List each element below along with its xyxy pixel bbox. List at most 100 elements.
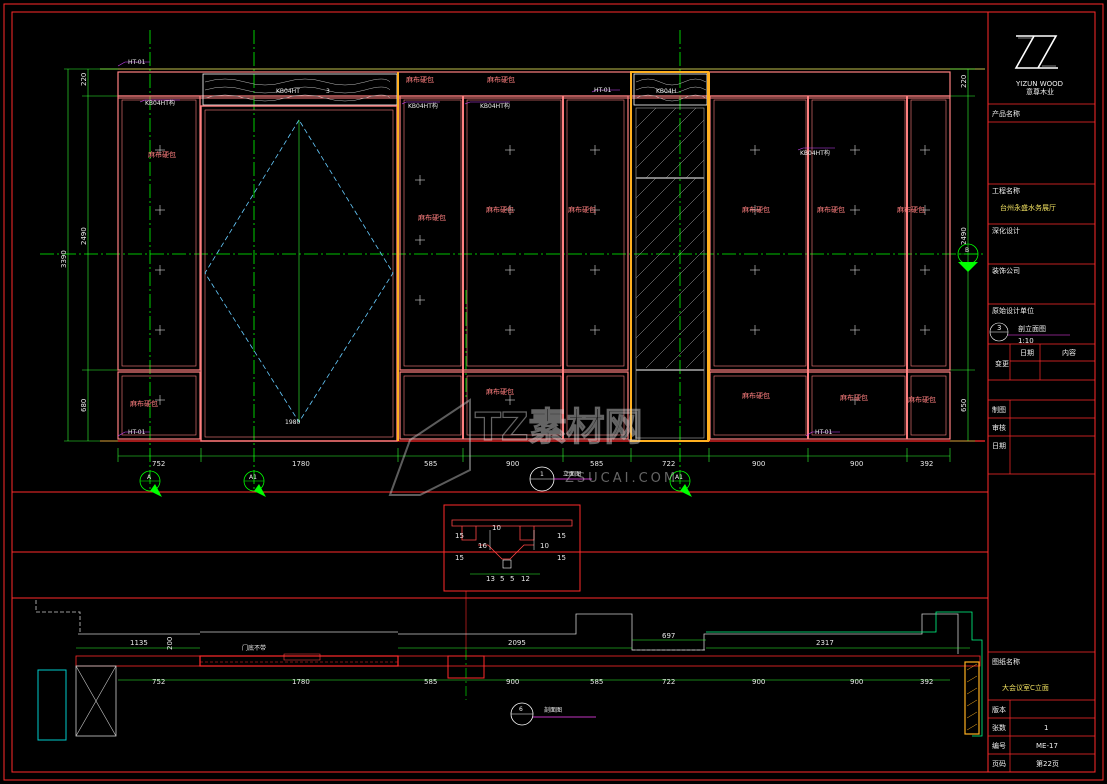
- callout-a: A: [139, 470, 162, 497]
- label-fabric-9: 麻布硬包: [742, 205, 770, 214]
- tb-company: 装饰公司: [992, 266, 1020, 275]
- plan-dim-lines: [76, 639, 970, 681]
- watermark-text: TZ素材网: [475, 405, 642, 449]
- plan-title: 6 剖面图: [510, 702, 596, 726]
- dim-h-2490-right: 2490: [960, 227, 968, 245]
- tb-page: 第22页: [1036, 759, 1059, 768]
- svg-text:B: B: [965, 247, 969, 254]
- dim-h-2490-left: 2490: [80, 227, 88, 245]
- detail-dim-3: 5: [500, 575, 504, 583]
- logo: [1014, 35, 1058, 69]
- svg-text:立面图: 立面图: [563, 470, 581, 478]
- tb-project-label: 工程名称: [992, 186, 1020, 195]
- svg-text:剖面图: 剖面图: [544, 706, 562, 714]
- tb-designer: 原始设计单位: [992, 306, 1034, 315]
- plan-dim-bottom-1: 1780: [292, 678, 310, 686]
- dim-w-0: 752: [152, 460, 165, 468]
- label-fabric-13: 麻布硬包: [840, 393, 868, 402]
- tag-num-3: 3: [326, 88, 330, 95]
- tb-drawing-name: 大会议室C立面: [1002, 683, 1049, 692]
- tb-sheet-count-label: 张数: [992, 723, 1006, 732]
- detail-dim-6: 16: [478, 542, 487, 550]
- dim-w-5: 722: [662, 460, 675, 468]
- tb-sheet-count: 1: [1044, 724, 1048, 732]
- dim-w-8: 392: [920, 460, 933, 468]
- detail-dim-4: 5: [510, 575, 514, 583]
- tb-version-label: 版本: [992, 705, 1006, 714]
- tag-kb-top-right: KB04H: [656, 88, 676, 95]
- tb-change-label: 变更: [995, 359, 1009, 368]
- plan-dim-bottom-0: 752: [152, 678, 165, 686]
- tb-product-name: 产品名称: [992, 109, 1020, 118]
- detail-dim-0: 15: [455, 532, 464, 540]
- tb-check-label: 审核: [992, 423, 1006, 432]
- detail-dim-1: 15: [455, 554, 464, 562]
- dim-h-220-left: 220: [80, 73, 88, 86]
- logo-sub: 意尊木业: [1026, 87, 1054, 96]
- tb-number: ME-17: [1036, 742, 1058, 750]
- plan-dim-top-0: 1135: [130, 639, 148, 647]
- height-dims-left: [64, 68, 118, 442]
- dim-w-4: 585: [590, 460, 603, 468]
- plan-dim-bottom-5: 722: [662, 678, 675, 686]
- tb-draw-label: 制图: [992, 405, 1006, 414]
- title-block: YIZUN WOOD 意尊木业 产品名称 工程名: [987, 11, 1096, 773]
- tb-drawing-ref: 剖立面图: [1018, 324, 1046, 333]
- tag-leaders: [117, 61, 840, 437]
- height-dims-right: [950, 68, 975, 442]
- label-fabric-5: 麻布硬包: [418, 213, 446, 222]
- tag-kb-2: KB04HT构: [408, 102, 438, 110]
- detail-box: 15 15 13 5 5 12 16 15 15 10 10: [443, 504, 581, 650]
- plan-dim-bottom-3: 900: [506, 678, 519, 686]
- tb-drawing-name-label: 图纸名称: [992, 657, 1020, 666]
- plan-dim-bottom-2: 585: [424, 678, 437, 686]
- panel-group-right: [709, 95, 951, 440]
- dim-w-6: 900: [752, 460, 765, 468]
- elevation: 220 2490 680 3390 220 2490 650: [40, 30, 985, 497]
- tb-date-label: 日期: [1020, 349, 1034, 357]
- plan-column-left: [75, 665, 117, 737]
- width-dim-lines: [117, 448, 951, 462]
- label-fabric-6: 麻布硬包: [486, 205, 514, 214]
- title-block-rows: [988, 103, 1095, 772]
- svg-text:6: 6: [519, 706, 523, 713]
- dim-h-650-right: 650: [960, 399, 968, 412]
- dim-w-3: 900: [506, 460, 519, 468]
- detail-dim-8: 15: [557, 554, 566, 562]
- label-fabric-3: 麻布硬包: [406, 75, 434, 84]
- plan-dim-top-3: 2317: [816, 639, 834, 647]
- tb-page-label: 页码: [992, 760, 1006, 768]
- label-fabric-10: 麻布硬包: [817, 205, 845, 214]
- tb-project-name: 台州永盛水务展厅: [1000, 203, 1056, 212]
- tb-number-label: 编号: [992, 741, 1006, 750]
- tag-kb-1: KB04HT构: [145, 99, 175, 107]
- dim-door-height: 1980: [285, 419, 300, 426]
- plan-dim-bottom-8: 392: [920, 678, 933, 686]
- tb-drawing-no-circle: 3: [997, 324, 1001, 332]
- wood-header-1: [202, 73, 398, 106]
- tag-ht01-bottom-left: HT-01: [128, 429, 146, 436]
- panel-group-middle: [399, 95, 629, 440]
- dim-h-680-left: 680: [80, 399, 88, 412]
- svg-text:1: 1: [540, 471, 544, 478]
- tb-design-label: 深化设计: [992, 226, 1020, 235]
- callout-a1-right: A1: [669, 470, 692, 497]
- label-fabric-2: 麻布硬包: [130, 399, 158, 408]
- elevation-title: 1 立面图: [529, 466, 592, 492]
- detail-dim-2: 13: [486, 575, 495, 583]
- label-fabric-4: 麻布硬包: [487, 75, 515, 84]
- top-band: [117, 71, 951, 97]
- dim-h-total: 3390: [60, 250, 68, 268]
- panel-crosses: [155, 145, 930, 405]
- plan-door-note: 门底不带: [242, 644, 266, 652]
- label-fabric-1: 麻布硬包: [148, 150, 176, 159]
- label-fabric-12: 麻布硬包: [742, 391, 770, 400]
- tag-kb-5: KB04HT: [276, 88, 300, 95]
- dim-w-7: 900: [850, 460, 863, 468]
- callout-a1-left: A1: [243, 470, 266, 497]
- plan-dim-small: 200: [166, 637, 174, 650]
- detail-dim-7: 15: [557, 532, 566, 540]
- plan-cabinet: [37, 669, 67, 741]
- door: [200, 105, 398, 442]
- label-fabric-11: 麻布硬包: [897, 205, 925, 214]
